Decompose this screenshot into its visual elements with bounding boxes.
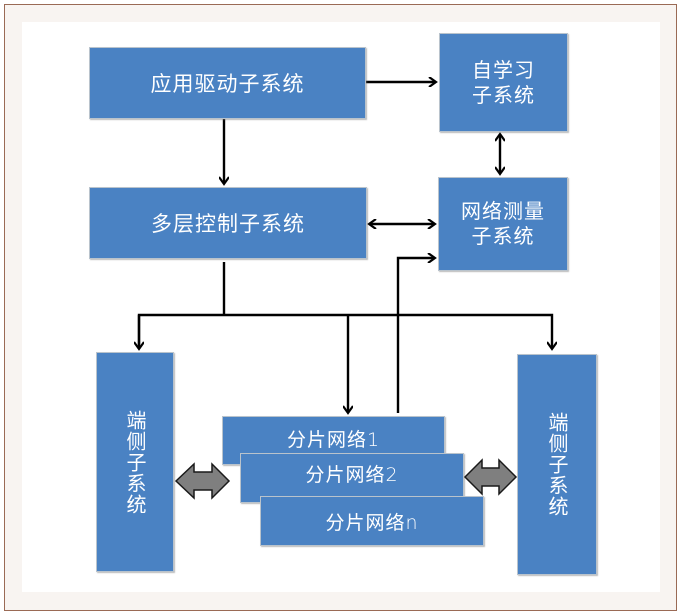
shard-network-n-label: 分片网络n bbox=[325, 511, 419, 534]
network-measurement-label-line1: 网络测量 bbox=[461, 199, 545, 223]
shard-network-2-label: 分片网络2 bbox=[305, 464, 399, 486]
app-driver-label: 应用驱动子系统 bbox=[150, 72, 305, 96]
multi-layer-control-subsystem[interactable]: 多层控制子系统 bbox=[89, 187, 367, 259]
app-driver-subsystem[interactable]: 应用驱动子系统 bbox=[89, 47, 366, 119]
shard-network-n[interactable]: 分片网络n bbox=[260, 496, 484, 546]
self-learning-label-line2: 子系统 bbox=[472, 82, 535, 107]
self-learning-label-line1: 自学习 bbox=[472, 57, 535, 82]
network-measurement-subsystem[interactable]: 网络测量 子系统 bbox=[438, 177, 568, 271]
endpoint-subsystem-right[interactable]: 端侧子系统 bbox=[517, 354, 597, 575]
network-measurement-label-line2: 子系统 bbox=[471, 224, 535, 248]
self-learning-subsystem[interactable]: 自学习 子系统 bbox=[439, 33, 568, 132]
shard-network-1-label: 分片网络1 bbox=[286, 429, 381, 451]
multi-layer-control-label: 多层控制子系统 bbox=[151, 212, 305, 236]
endpoint-right-label: 端侧子系统 bbox=[545, 412, 569, 517]
endpoint-subsystem-left[interactable]: 端侧子系统 bbox=[96, 352, 174, 572]
endpoint-left-label: 端侧子系统 bbox=[123, 409, 147, 515]
